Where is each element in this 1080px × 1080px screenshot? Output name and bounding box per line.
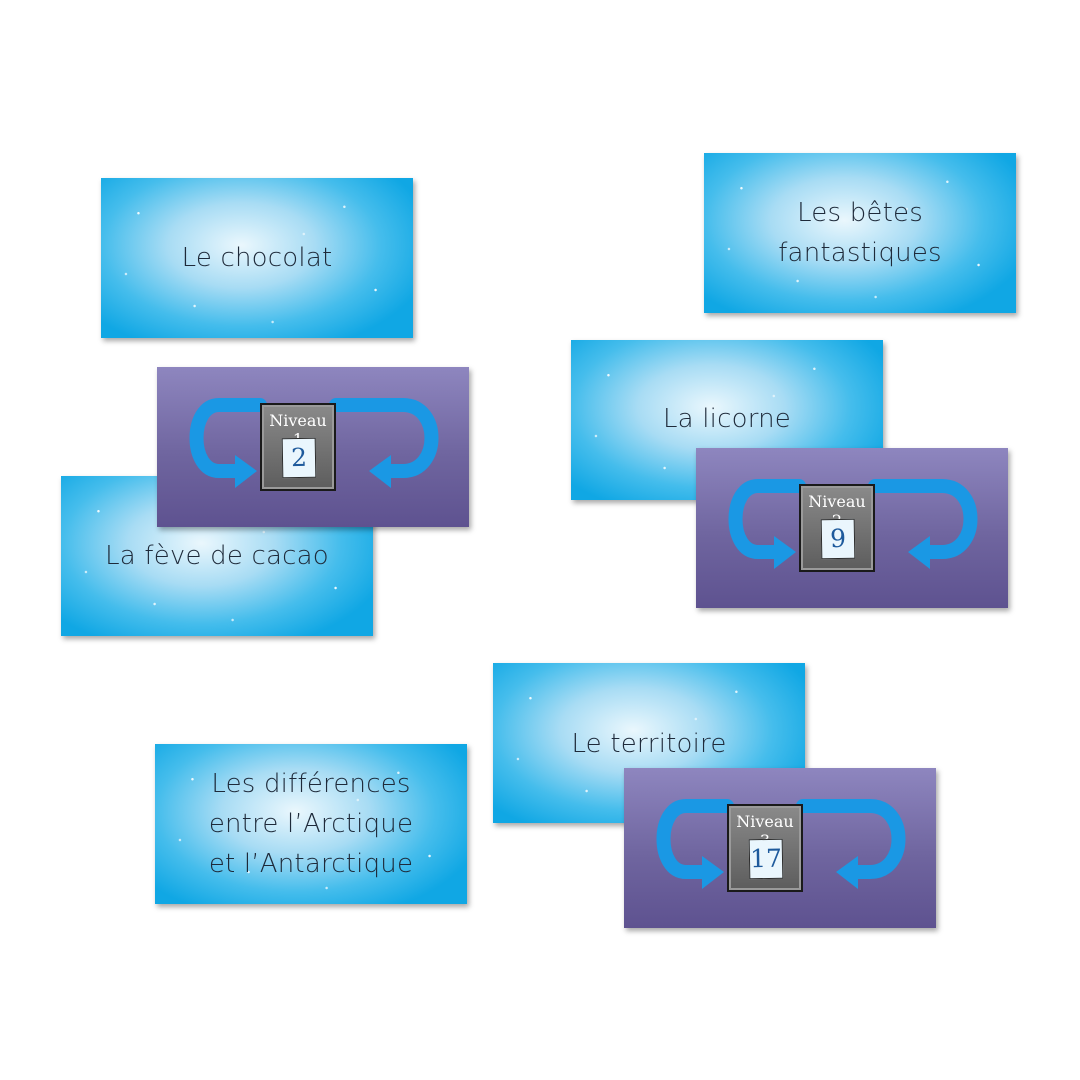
topic-card-label-line: entre l’Arctique xyxy=(208,809,414,839)
level-badge: Niveau 2 9 xyxy=(799,484,875,572)
topic-card-chocolat[interactable]: Le chocolat xyxy=(101,178,413,338)
loop-arrows-icon xyxy=(189,398,439,488)
topic-card-differences[interactable]: Les différences entre l’Arctique et l’An… xyxy=(155,744,467,904)
topic-card-label-line: Les différences xyxy=(211,769,411,799)
topic-card-label: Le chocolat xyxy=(181,243,333,273)
topic-card-betes-fantastiques[interactable]: Les bêtes fantastiques xyxy=(704,153,1016,313)
level-badge: Niveau 3 17 xyxy=(727,804,803,892)
topic-card-label-line: Les bêtes xyxy=(797,198,923,228)
level-number: 17 xyxy=(748,838,784,880)
topic-card-label: La licorne xyxy=(662,404,792,434)
level-number: 2 xyxy=(281,437,317,479)
topic-card-label: La fève de cacao xyxy=(105,541,329,571)
topic-card-label-line: fantastiques xyxy=(778,238,942,268)
level-badge: Niveau 1 2 xyxy=(260,403,336,491)
level-card-3[interactable]: Niveau 3 17 xyxy=(624,768,936,928)
loop-arrows-icon xyxy=(728,479,978,569)
level-card-2[interactable]: Niveau 2 9 xyxy=(696,448,1008,608)
level-number: 9 xyxy=(820,518,856,560)
topic-card-label: Les différences entre l’Arctique et l’An… xyxy=(209,764,413,884)
level-card-1[interactable]: Niveau 1 2 xyxy=(157,367,469,527)
loop-arrows-icon xyxy=(656,799,906,889)
topic-card-label-line: et l’Antarctique xyxy=(208,849,414,879)
topic-card-label: Les bêtes fantastiques xyxy=(778,193,942,273)
topic-card-label: Le territoire xyxy=(571,729,727,759)
